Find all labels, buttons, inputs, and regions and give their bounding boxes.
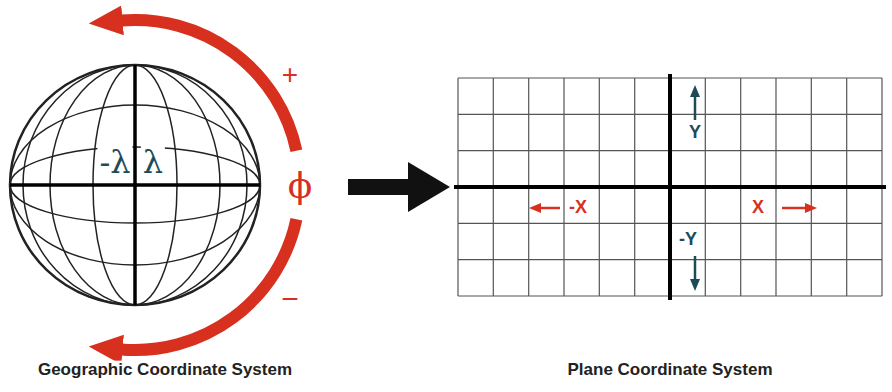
system-caption: Plane Coordinate System	[565, 361, 774, 380]
globe-wireframe	[10, 65, 260, 305]
axis-label: -Y	[677, 230, 699, 250]
transform-arrow	[348, 179, 408, 195]
axis-label: Y	[687, 123, 703, 143]
direction-arrow	[694, 96, 697, 120]
direction-arrow	[694, 256, 697, 280]
system-caption: Geographic Coordinate System	[36, 361, 294, 380]
axis-label: X	[750, 198, 766, 218]
sign-marker: −	[279, 282, 301, 315]
globe-outline	[10, 65, 260, 305]
longitude-symbol: -λ	[97, 145, 132, 180]
direction-arrow	[540, 207, 560, 210]
sign-marker: +	[280, 60, 300, 91]
axis-label: -X	[567, 198, 589, 218]
plane-system: Y -X X -Y Plane Coordinate System	[450, 0, 892, 392]
geographic-system: -λ λ + ϕ − Geographic Coordinate System	[0, 0, 348, 392]
latitude-arrow	[121, 20, 297, 151]
meridian-axis	[133, 65, 137, 305]
latitude-arrow	[121, 219, 297, 350]
direction-arrow	[782, 207, 806, 210]
x-axis	[454, 185, 886, 189]
latitude-symbol: ϕ	[286, 166, 315, 206]
longitude-symbol: λ	[141, 145, 165, 180]
